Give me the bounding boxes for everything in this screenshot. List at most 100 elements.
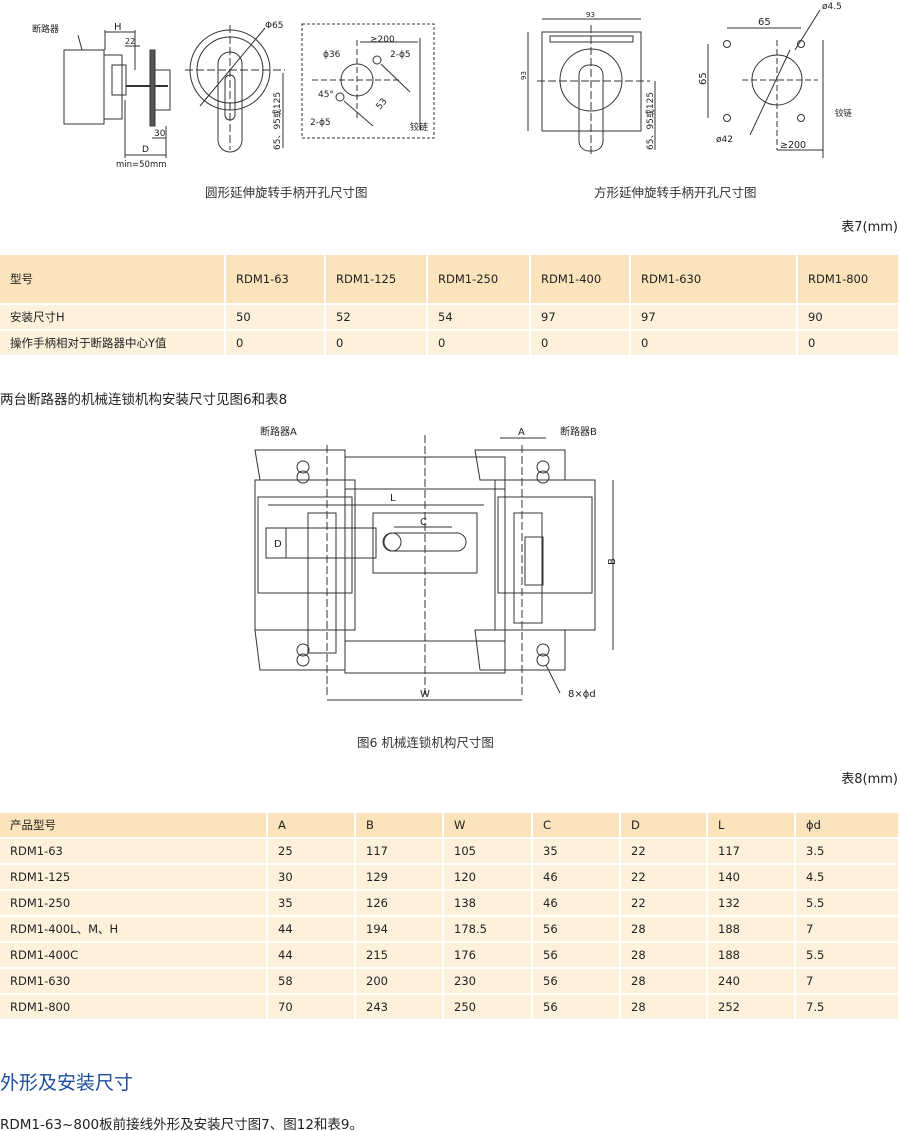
- table-cell: 188: [707, 916, 796, 943]
- header-cell: RDM1-400: [530, 255, 631, 305]
- table-cell: 240: [707, 968, 796, 995]
- table-cell: 90: [797, 304, 900, 331]
- header-cell: L: [707, 813, 796, 839]
- table-cell: 230: [443, 968, 533, 995]
- label-w: W: [420, 689, 430, 700]
- table-cell: 56: [532, 994, 621, 1021]
- table-cell: 7: [795, 968, 900, 995]
- table-cell: 56: [532, 916, 621, 943]
- table-cell: 200: [355, 968, 444, 995]
- table-cell: 22: [620, 890, 708, 917]
- table-cell: RDM1-125: [0, 864, 268, 891]
- label-D: D: [142, 145, 149, 155]
- table-cell: 4.5: [795, 864, 900, 891]
- table-cell: 44: [267, 916, 356, 943]
- table-cell: 126: [355, 890, 444, 917]
- label-holes: 8×ϕd: [568, 689, 596, 700]
- label-breaker-b: 断路器B: [560, 425, 597, 438]
- table-cell: 215: [355, 942, 444, 969]
- intro-text: 两台断路器的机械连锁机构安装尺寸见图6和表8: [0, 392, 288, 408]
- label-a: A: [518, 427, 525, 438]
- header-cell: W: [443, 813, 533, 839]
- header-cell: RDM1-630: [630, 255, 798, 305]
- table-cell: 178.5: [443, 916, 533, 943]
- table-cell: 0: [325, 330, 428, 357]
- header-cell: RDM1-125: [325, 255, 428, 305]
- table-cell: RDM1-63: [0, 838, 268, 865]
- table-cell: 28: [620, 968, 708, 995]
- table-cell: 243: [355, 994, 444, 1021]
- table-cell: RDM1-400L、M、H: [0, 916, 268, 943]
- header-cell: ϕd: [795, 813, 900, 839]
- table-cell: RDM1-630: [0, 968, 268, 995]
- table-cell: 28: [620, 994, 708, 1021]
- table-cell: 5.5: [795, 890, 900, 917]
- table-cell: 70: [267, 994, 356, 1021]
- table-cell: 28: [620, 916, 708, 943]
- table-header-row: 产品型号 A B W C D L ϕd: [0, 813, 900, 839]
- table-cell: 0: [630, 330, 798, 357]
- table-cell: 56: [532, 968, 621, 995]
- label-65-v: 65: [698, 72, 709, 85]
- label-phi36: ϕ36: [323, 50, 341, 60]
- table-cell: 54: [427, 304, 531, 331]
- figure6-caption: 图6 机械连锁机构尺寸图: [357, 735, 494, 750]
- header-cell: A: [267, 813, 356, 839]
- header-cell: RDM1-63: [225, 255, 326, 305]
- table-cell: 129: [355, 864, 444, 891]
- table-cell: 44: [267, 942, 356, 969]
- header-cell: 产品型号: [0, 813, 268, 839]
- header-cell: RDM1-250: [427, 255, 531, 305]
- table-cell: 117: [707, 838, 796, 865]
- table-cell: 0: [797, 330, 900, 357]
- label-ge200: ≥200: [780, 140, 806, 151]
- table-cell: 52: [325, 304, 428, 331]
- table-cell: 22: [620, 838, 708, 865]
- table-cell: 28: [620, 942, 708, 969]
- header-cell: C: [532, 813, 621, 839]
- label-93-w: 93: [586, 11, 595, 19]
- round-handle-drawing: 断路器 H 22 30 D min=50mm Φ65 65、95或125 ϕ36…: [32, 21, 435, 170]
- label-breaker-a: 断路器A: [260, 425, 297, 438]
- table-cell: 0: [225, 330, 326, 357]
- table-cell: 0: [427, 330, 531, 357]
- square-handle-drawing: 93 93 65、95或125 65 65 ø4.5 ø42 ≥200 铰链: [520, 2, 853, 158]
- label-breaker: 断路器: [32, 23, 59, 35]
- table-cell: 46: [532, 864, 621, 891]
- table-cell: RDM1-800: [0, 994, 268, 1021]
- label-min: min=50mm: [116, 160, 167, 170]
- table-cell: 194: [355, 916, 444, 943]
- table-cell: 176: [443, 942, 533, 969]
- round-handle-caption: 圆形延伸旋转手柄开孔尺寸图: [205, 185, 368, 200]
- table-cell: 3.5: [795, 838, 900, 865]
- label-ge200: ≥200: [370, 35, 395, 45]
- table-cell: 138: [443, 890, 533, 917]
- table-cell: RDM1-400C: [0, 942, 268, 969]
- table-cell: 120: [443, 864, 533, 891]
- table-cell: 117: [355, 838, 444, 865]
- table-cell: 安装尺寸H: [0, 304, 226, 331]
- section-heading: 外形及安装尺寸: [0, 1072, 134, 1094]
- table-cell: 105: [443, 838, 533, 865]
- header-cell: 型号: [0, 255, 226, 305]
- label-22: 22: [125, 37, 135, 46]
- label-l: L: [390, 493, 396, 504]
- label-hinge: 铰链: [410, 121, 428, 133]
- label-angle: 45°: [318, 90, 334, 100]
- table-cell: 7: [795, 916, 900, 943]
- table-cell: 操作手柄相对于断路器中心Y值: [0, 330, 226, 357]
- table-cell: 25: [267, 838, 356, 865]
- label-height: 65、95或125: [271, 92, 283, 150]
- header-cell: D: [620, 813, 708, 839]
- table-cell: 0: [530, 330, 631, 357]
- table-cell: 252: [707, 994, 796, 1021]
- label-H: H: [114, 22, 122, 33]
- table7-title: 表7(mm): [841, 220, 898, 235]
